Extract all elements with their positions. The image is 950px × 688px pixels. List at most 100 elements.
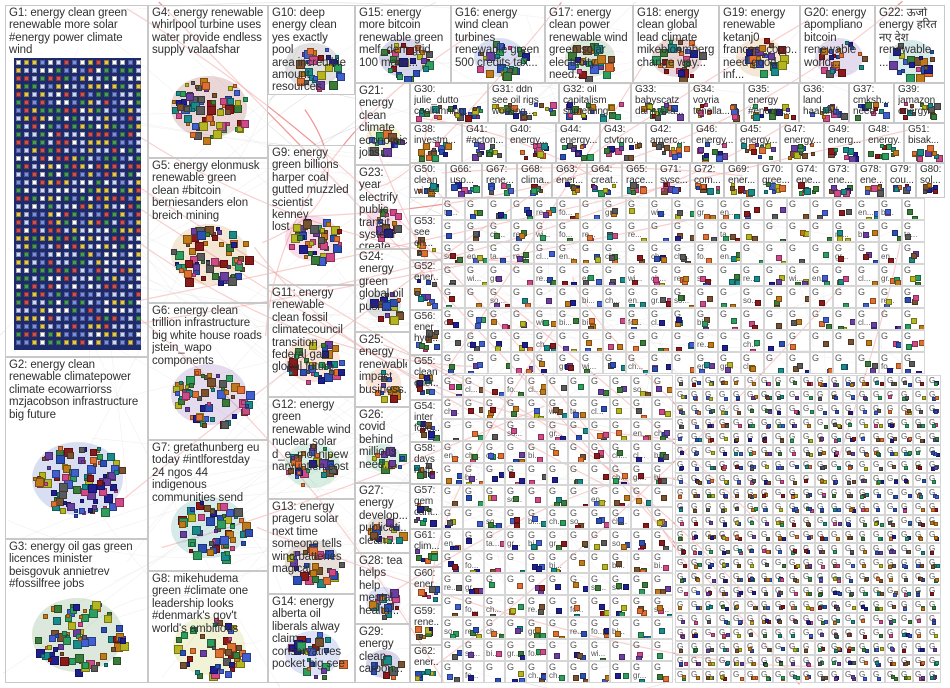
tiny-group-label: G bbox=[633, 553, 640, 562]
node-avatar bbox=[104, 132, 109, 137]
node-avatar bbox=[72, 236, 77, 241]
tiny-group-cell: G bbox=[488, 330, 511, 352]
node-avatar bbox=[712, 579, 716, 583]
node-avatar bbox=[793, 424, 797, 428]
node-avatar bbox=[934, 466, 938, 470]
tiny-group-cell: Gre... bbox=[534, 198, 557, 220]
node-avatar bbox=[289, 244, 295, 250]
tiny-group-cell: G bbox=[557, 286, 580, 308]
node-avatar bbox=[128, 276, 133, 281]
group-label: G53: see eh... bbox=[414, 217, 439, 249]
node-avatar bbox=[602, 564, 608, 570]
node-avatar bbox=[136, 92, 141, 97]
node-avatar bbox=[833, 383, 837, 387]
node-avatar bbox=[120, 212, 125, 217]
node-avatar bbox=[617, 450, 623, 456]
node-avatar bbox=[112, 316, 117, 321]
tiny-group-label: G bbox=[789, 200, 796, 209]
tiny-group-cell: G bbox=[885, 375, 899, 389]
node-avatar bbox=[120, 204, 125, 209]
node-avatar bbox=[136, 324, 141, 329]
group-label: G20: energy apompliano bitcoin renewable… bbox=[804, 7, 872, 69]
node-avatar bbox=[446, 478, 452, 484]
node-avatar bbox=[24, 156, 29, 161]
node-avatar bbox=[56, 148, 61, 153]
node-avatar bbox=[243, 241, 249, 247]
node-avatar bbox=[136, 132, 141, 137]
node-avatar bbox=[120, 292, 125, 297]
tiny-group-cell: G bbox=[773, 459, 787, 473]
node-avatar bbox=[418, 149, 425, 156]
node-avatar bbox=[466, 538, 472, 544]
node-avatar bbox=[863, 396, 867, 400]
tiny-group-label: G bbox=[486, 663, 493, 672]
tiny-group-cell: G bbox=[773, 417, 787, 431]
node-avatar bbox=[64, 236, 69, 241]
tiny-group-cell: G bbox=[787, 220, 810, 242]
node-avatar bbox=[136, 76, 141, 81]
tiny-group-label: G bbox=[507, 597, 514, 606]
tiny-group-cell: G bbox=[856, 330, 879, 352]
node-avatar bbox=[87, 475, 94, 482]
node-avatar bbox=[120, 188, 125, 193]
group-label: G49: energ... bbox=[828, 125, 861, 147]
node-avatar bbox=[80, 332, 85, 337]
tiny-group-cell: Gbi... bbox=[484, 639, 505, 661]
node-avatar bbox=[427, 595, 431, 599]
node-avatar bbox=[425, 294, 431, 300]
node-avatar bbox=[862, 564, 866, 568]
tiny-group-cell: G bbox=[899, 459, 913, 473]
node-avatar bbox=[879, 424, 883, 428]
node-avatar bbox=[608, 344, 614, 350]
node-avatar bbox=[517, 256, 523, 262]
tiny-group-cell: G bbox=[731, 515, 745, 529]
tiny-group-cell: G bbox=[731, 487, 745, 501]
node-avatar bbox=[523, 252, 529, 258]
tiny-group-cell: G bbox=[787, 389, 801, 403]
node-avatar bbox=[497, 153, 502, 158]
node-avatar bbox=[835, 451, 839, 455]
node-avatar bbox=[807, 536, 811, 540]
node-avatar bbox=[917, 156, 923, 162]
node-avatar bbox=[511, 428, 517, 434]
node-avatar bbox=[514, 517, 520, 523]
node-avatar bbox=[16, 172, 21, 177]
node-avatar bbox=[908, 521, 912, 525]
node-avatar bbox=[16, 300, 21, 305]
node-avatar bbox=[919, 537, 923, 541]
node-avatar bbox=[40, 252, 45, 257]
node-avatar bbox=[822, 493, 826, 497]
node-avatar bbox=[32, 132, 37, 137]
node-avatar bbox=[421, 250, 428, 257]
node-avatar bbox=[225, 671, 232, 678]
node-avatar bbox=[708, 424, 712, 428]
node-avatar bbox=[112, 60, 117, 65]
tiny-group-cell: G bbox=[773, 389, 787, 403]
node-avatar bbox=[16, 244, 21, 249]
node-avatar bbox=[449, 296, 455, 302]
tiny-group-cell: G bbox=[526, 573, 547, 595]
tiny-group-cell: G bbox=[857, 529, 871, 543]
node-avatar bbox=[120, 252, 125, 257]
node-avatar bbox=[767, 481, 771, 485]
tiny-group-cell: G bbox=[787, 515, 801, 529]
node-avatar bbox=[182, 392, 190, 400]
node-avatar bbox=[185, 83, 189, 87]
tiny-group-cell: G bbox=[547, 617, 568, 639]
node-avatar bbox=[88, 68, 93, 73]
tiny-group-cell: G bbox=[829, 445, 843, 459]
node-avatar bbox=[676, 147, 682, 153]
node-avatar bbox=[758, 155, 762, 159]
node-avatar bbox=[136, 244, 141, 249]
tiny-group-label: G bbox=[444, 641, 451, 650]
node-avatar bbox=[639, 540, 645, 546]
node-avatar bbox=[24, 100, 29, 105]
node-avatar bbox=[16, 268, 21, 273]
node-avatar bbox=[195, 242, 204, 251]
node-avatar bbox=[893, 508, 897, 512]
node-avatar bbox=[207, 402, 211, 406]
tiny-group-cell: G bbox=[603, 330, 626, 352]
tiny-group-label: G bbox=[789, 461, 795, 469]
tiny-group-label: G bbox=[570, 641, 577, 650]
node-avatar bbox=[88, 84, 93, 89]
